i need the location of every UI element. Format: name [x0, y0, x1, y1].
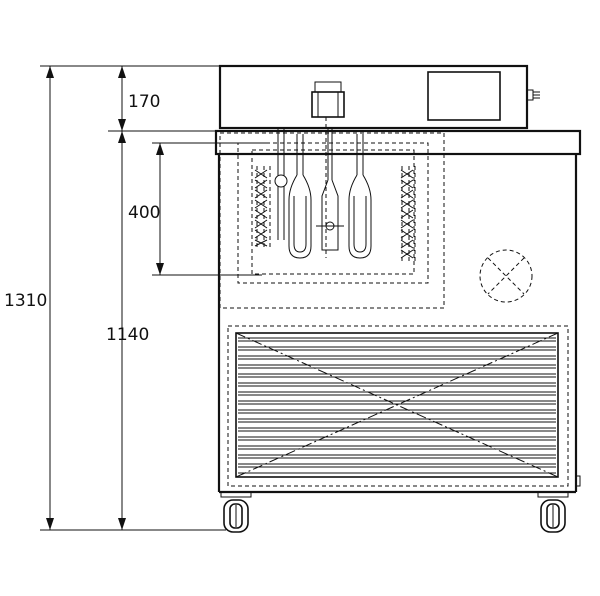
- dimension-top-unit-height: 170: [128, 92, 160, 112]
- sensor-probe: [274, 128, 288, 240]
- fan-icon: [479, 249, 533, 303]
- dimension-lines: [40, 65, 270, 531]
- top-plate: [214, 129, 582, 156]
- side-connector: [526, 89, 540, 101]
- test-tube-1: [288, 134, 312, 259]
- coil-right: [400, 166, 416, 262]
- louver-slats: [238, 337, 556, 474]
- internal-bath: [219, 117, 445, 309]
- coil-left: [254, 166, 271, 248]
- top-controller-unit: [218, 64, 540, 130]
- caster-right: [537, 491, 569, 533]
- drain-port: [575, 475, 581, 487]
- stirrer-motor: [311, 81, 345, 118]
- cabinet-body: [217, 154, 578, 494]
- test-tube-2: [348, 134, 372, 259]
- stirrer-shaft: [316, 117, 344, 258]
- grille-panel: [227, 325, 569, 487]
- caster-left: [220, 491, 252, 533]
- dimension-body-height: 1140: [106, 325, 149, 345]
- display-panel: [427, 71, 501, 121]
- dimension-bath-depth: 400: [128, 203, 160, 223]
- dimension-overall-height: 1310: [4, 291, 47, 311]
